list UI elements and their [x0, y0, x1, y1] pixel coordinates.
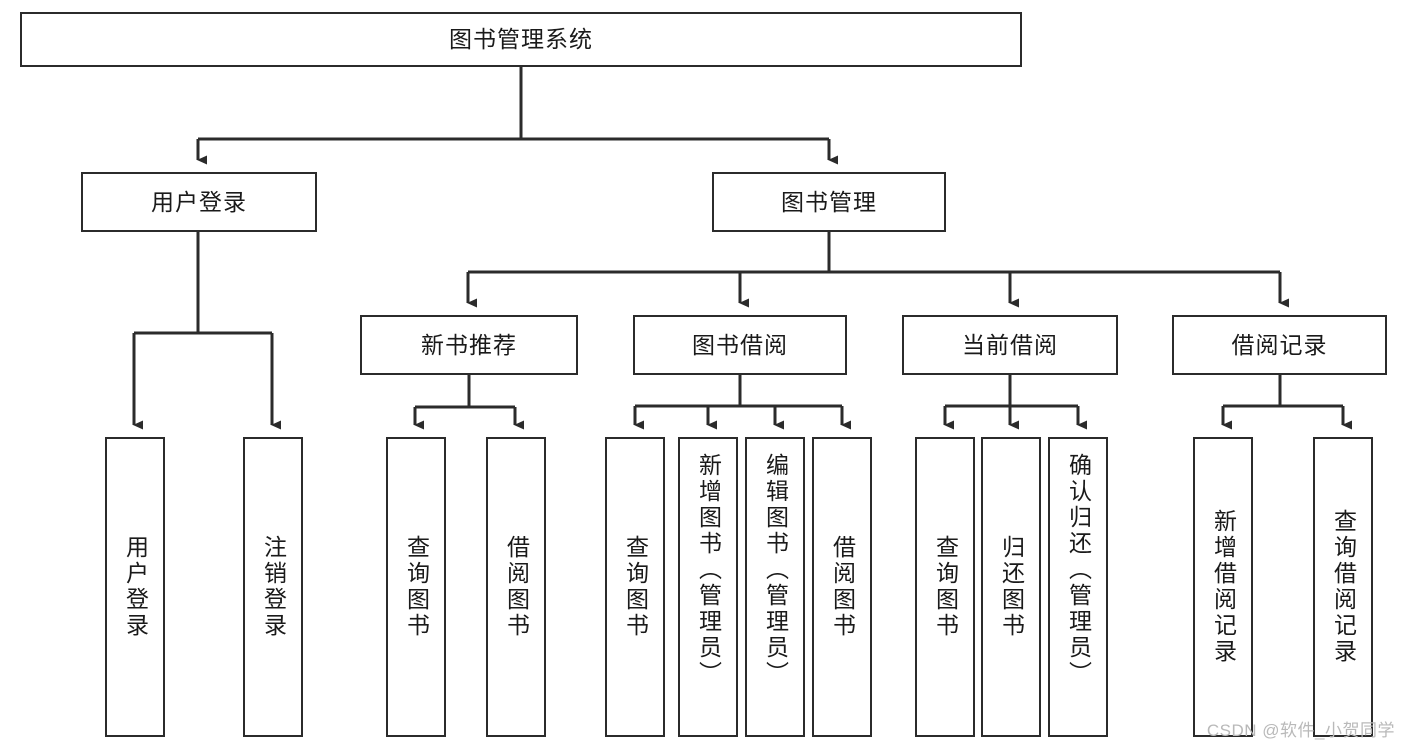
leaf-label: 注销登录	[260, 535, 287, 639]
node-new-book-recommend[interactable]: 新书推荐	[360, 315, 578, 375]
leaf-label: 查询借阅记录	[1330, 509, 1357, 665]
node-borrow-record[interactable]: 借阅记录	[1172, 315, 1387, 375]
leaf-edit-book-admin[interactable]: 编辑图书（管理员）	[745, 437, 805, 737]
node-label: 图书管理系统	[449, 26, 593, 53]
leaf-query-book-current[interactable]: 查询图书	[915, 437, 975, 737]
leaf-user-logout[interactable]: 注销登录	[243, 437, 303, 737]
leaf-label: 用户登录	[122, 535, 149, 639]
leaf-label: 编辑图书（管理员）	[762, 453, 789, 687]
leaf-confirm-return-admin[interactable]: 确认归还（管理员）	[1048, 437, 1108, 737]
leaf-return-book[interactable]: 归还图书	[981, 437, 1041, 737]
node-current-borrow[interactable]: 当前借阅	[902, 315, 1118, 375]
node-label: 用户登录	[151, 188, 247, 215]
leaf-label: 确认归还（管理员）	[1065, 453, 1092, 687]
leaf-user-login[interactable]: 用户登录	[105, 437, 165, 737]
node-label: 当前借阅	[962, 331, 1058, 358]
leaf-query-book-borrow[interactable]: 查询图书	[605, 437, 665, 737]
leaf-label: 归还图书	[998, 535, 1025, 639]
leaf-query-borrow-record[interactable]: 查询借阅记录	[1313, 437, 1373, 737]
leaf-label: 新增图书（管理员）	[695, 453, 722, 687]
leaf-label: 查询图书	[622, 535, 649, 639]
leaf-label: 借阅图书	[829, 535, 856, 639]
leaf-add-book-admin[interactable]: 新增图书（管理员）	[678, 437, 738, 737]
leaf-label: 查询图书	[932, 535, 959, 639]
leaf-add-borrow-record[interactable]: 新增借阅记录	[1193, 437, 1253, 737]
leaf-borrow-book[interactable]: 借阅图书	[812, 437, 872, 737]
node-label: 新书推荐	[421, 331, 517, 358]
node-book-management[interactable]: 图书管理	[712, 172, 946, 232]
node-label: 图书借阅	[692, 331, 788, 358]
csdn-watermark: CSDN @软件_小贺同学	[1206, 721, 1395, 740]
leaf-label: 借阅图书	[503, 535, 530, 639]
node-root-system[interactable]: 图书管理系统	[20, 12, 1022, 67]
leaf-query-book-recommend[interactable]: 查询图书	[386, 437, 446, 737]
leaf-label: 查询图书	[403, 535, 430, 639]
node-book-borrow[interactable]: 图书借阅	[633, 315, 847, 375]
node-label: 图书管理	[781, 188, 877, 215]
node-user-login[interactable]: 用户登录	[81, 172, 317, 232]
node-label: 借阅记录	[1231, 331, 1328, 358]
leaf-borrow-book-recommend[interactable]: 借阅图书	[486, 437, 546, 737]
leaf-label: 新增借阅记录	[1210, 509, 1237, 665]
